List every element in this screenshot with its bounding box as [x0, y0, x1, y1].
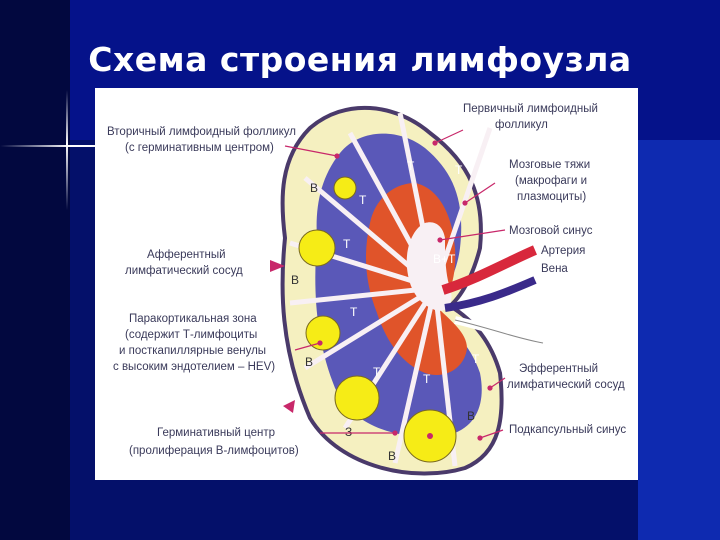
follicle — [334, 177, 356, 199]
sparkle-vertical — [66, 90, 68, 210]
zone-letter-t: Т — [472, 352, 480, 366]
label-artery: Артерия — [541, 245, 585, 257]
zone-letter-t: Т — [455, 163, 463, 177]
background-right-strip — [638, 140, 720, 540]
zone-letter-t: Т — [359, 193, 367, 207]
follicle — [335, 376, 379, 420]
label-efferent-vessel: Эфферентный лимфатический сосуд — [507, 363, 625, 391]
diagram-panel: Т Т Т Т Т Т Т Т В+Т В В В З В В Первичны… — [95, 88, 638, 480]
zone-letter-b: В — [388, 449, 396, 463]
label-secondary-follicle: Вторичный лимфоидный фолликул (с гермина… — [107, 126, 299, 154]
zone-letter-b: В — [467, 409, 475, 423]
label-germinal-center: Герминативный центр (пролиферация В-лимф… — [129, 427, 299, 457]
zone-letter-t: Т — [343, 237, 351, 251]
label-vein: Вена — [541, 263, 568, 275]
zone-letter-b: В — [310, 181, 318, 195]
zone-letter-t: Т — [373, 365, 381, 379]
label-subcapsular-sinus: Подкапсульный синус — [509, 424, 626, 436]
follicle — [299, 230, 335, 266]
label-primary-follicle: Первичный лимфоидный фолликул — [463, 103, 601, 131]
lymph-node-diagram: Т Т Т Т Т Т Т Т В+Т В В В З В В Первичны… — [95, 88, 638, 480]
zone-letter-b: В — [291, 273, 299, 287]
label-paracortical-zone: Паракортикальная зона (содержит Т-лимфоц… — [113, 313, 275, 373]
zone-letter-t: Т — [407, 159, 415, 173]
background-left-strip — [0, 0, 70, 540]
label-medullary-sinus: Мозговой синус — [509, 225, 593, 237]
label-medullary-cords: Мозговые тяжи (макрофаги и плазмоциты) — [509, 159, 593, 203]
germinal-center-dot — [427, 433, 433, 439]
label-afferent-vessel: Афферентный лимфатический сосуд — [125, 249, 243, 277]
zone-letter-b: В — [305, 355, 313, 369]
zone-letter-t: Т — [423, 372, 431, 386]
slide-title: Схема строения лимфоузла — [0, 40, 720, 79]
zone-letter-bt: В+Т — [433, 252, 456, 266]
zone-letter-b-alt: З — [345, 425, 352, 439]
zone-letter-t: Т — [350, 305, 358, 319]
